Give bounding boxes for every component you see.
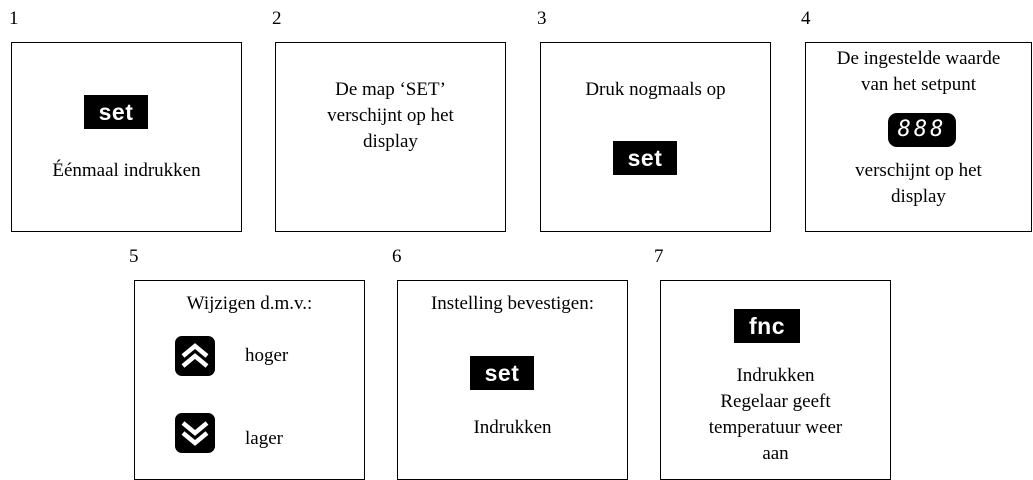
step-2-line-3: display [363, 131, 418, 152]
step-2-box: De map ‘SET’ verschijnt op het display [275, 42, 506, 232]
step-2-line-1: De map ‘SET’ [335, 79, 446, 100]
step-4-line-1: De ingestelde waarde [836, 48, 1001, 69]
double-chevron-up-icon [175, 336, 215, 376]
step-number-6: 6 [392, 246, 402, 267]
step-7-line-4: aan [762, 443, 789, 464]
step-number-2: 2 [272, 8, 282, 29]
step-number-7: 7 [654, 246, 664, 267]
step-5-box: Wijzigen d.m.v.: hoger lager [134, 280, 365, 480]
step-2-line-2: verschijnt op het [327, 105, 454, 126]
up-label: hoger [245, 345, 289, 366]
step-6-box: Instelling bevestigen: set Indrukken [397, 280, 628, 480]
step-number-3: 3 [537, 8, 547, 29]
step-4-line-2: van het setpunt [860, 74, 977, 95]
step-4-line-4: display [891, 186, 946, 207]
step-7-line-3: temperatuur weer [708, 417, 843, 438]
step-number-1: 1 [9, 8, 19, 29]
step-1-text: Éénmaal indrukken [52, 160, 201, 181]
down-label: lager [245, 428, 283, 449]
step-6-title: Instelling bevestigen: [430, 293, 595, 314]
step-3-text: Druk nogmaals op [585, 79, 726, 100]
step-4-line-3: verschijnt op het [855, 160, 982, 181]
set-key-icon: set [613, 141, 677, 175]
step-number-5: 5 [129, 246, 139, 267]
double-chevron-down-icon [175, 413, 215, 453]
set-key-icon: set [84, 95, 148, 129]
setpoint-display-icon: 888 [888, 113, 956, 147]
step-4-box: De ingestelde waarde van het setpunt 888… [805, 42, 1032, 232]
step-1-box: set Éénmaal indrukken [11, 42, 242, 232]
step-7-line-1: Indrukken [736, 365, 815, 386]
step-7-box: fnc Indrukken Regelaar geeft temperatuur… [660, 280, 891, 480]
step-6-text: Indrukken [473, 417, 552, 438]
step-7-line-2: Regelaar geeft [720, 391, 831, 412]
fnc-key-icon: fnc [734, 309, 800, 343]
step-3-box: Druk nogmaals op set [540, 42, 771, 232]
set-key-icon: set [470, 356, 534, 390]
step-5-title: Wijzigen d.m.v.: [186, 293, 313, 314]
step-number-4: 4 [801, 8, 811, 29]
